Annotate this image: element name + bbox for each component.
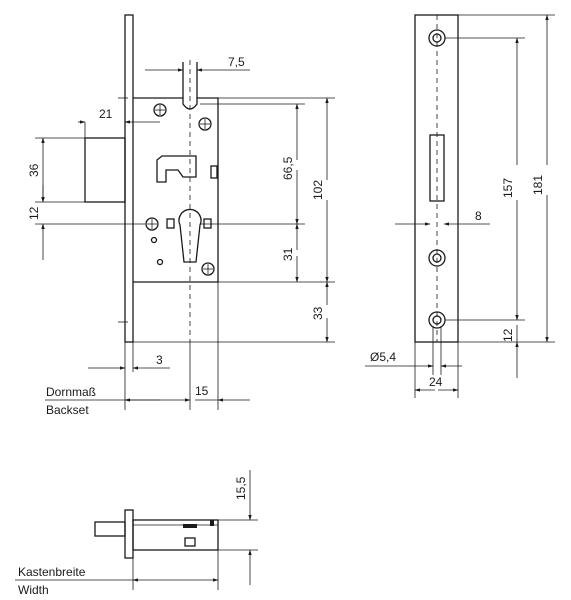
- faceplate: [124, 14, 134, 343]
- lock-case: [133, 97, 219, 283]
- bottom-dimensions: 15,5 Kastenbreite Width: [15, 470, 258, 597]
- dim-102: 102: [311, 180, 325, 200]
- bolt-opening: [429, 134, 445, 202]
- width-label-de: Kastenbreite: [18, 565, 86, 579]
- faceplate-end: [124, 509, 134, 559]
- latch-lever: [156, 155, 197, 183]
- dim-24: 24: [429, 375, 443, 389]
- dim-3: 3: [156, 353, 163, 367]
- dim-181: 181: [531, 175, 545, 195]
- dead-bolt: [84, 137, 126, 203]
- dim-12-left: 12: [27, 206, 41, 220]
- case-screw-icon: [201, 262, 215, 276]
- front-dimensions: 7,5 21 36 12 66,5 31 102: [27, 55, 335, 417]
- case-end: [132, 519, 219, 551]
- dim-5-4: Ø5,4: [370, 350, 396, 364]
- side-view: [414, 14, 459, 343]
- dim-157: 157: [501, 178, 515, 198]
- dim-15-5: 15,5: [234, 476, 248, 500]
- bottom-view: [94, 509, 219, 559]
- bolt-end: [94, 521, 126, 537]
- case-screw-icon: [145, 217, 159, 231]
- dim-15: 15: [195, 384, 209, 398]
- dim-21: 21: [99, 107, 113, 121]
- faceplate-side: [414, 14, 459, 343]
- dim-36: 36: [27, 163, 41, 177]
- width-label-en: Width: [18, 583, 49, 597]
- dim-31: 31: [281, 247, 295, 261]
- side-dimensions: 157 12 181 8 Ø5,4 24: [365, 14, 555, 398]
- dim-8: 8: [475, 209, 482, 223]
- cylinder-hole: [178, 208, 202, 263]
- backset-label-de: Dornmaß: [46, 385, 96, 399]
- dim-7-5: 7,5: [228, 55, 245, 69]
- backset-label-en: Backset: [46, 403, 89, 417]
- screw-hole-icon: [428, 249, 446, 267]
- dim-12-right: 12: [501, 328, 515, 342]
- case-screw-icon: [153, 103, 167, 117]
- case-screw-icon: [198, 117, 212, 131]
- dim-66-5: 66,5: [281, 156, 295, 180]
- dim-33: 33: [311, 306, 325, 320]
- front-view: [84, 14, 219, 343]
